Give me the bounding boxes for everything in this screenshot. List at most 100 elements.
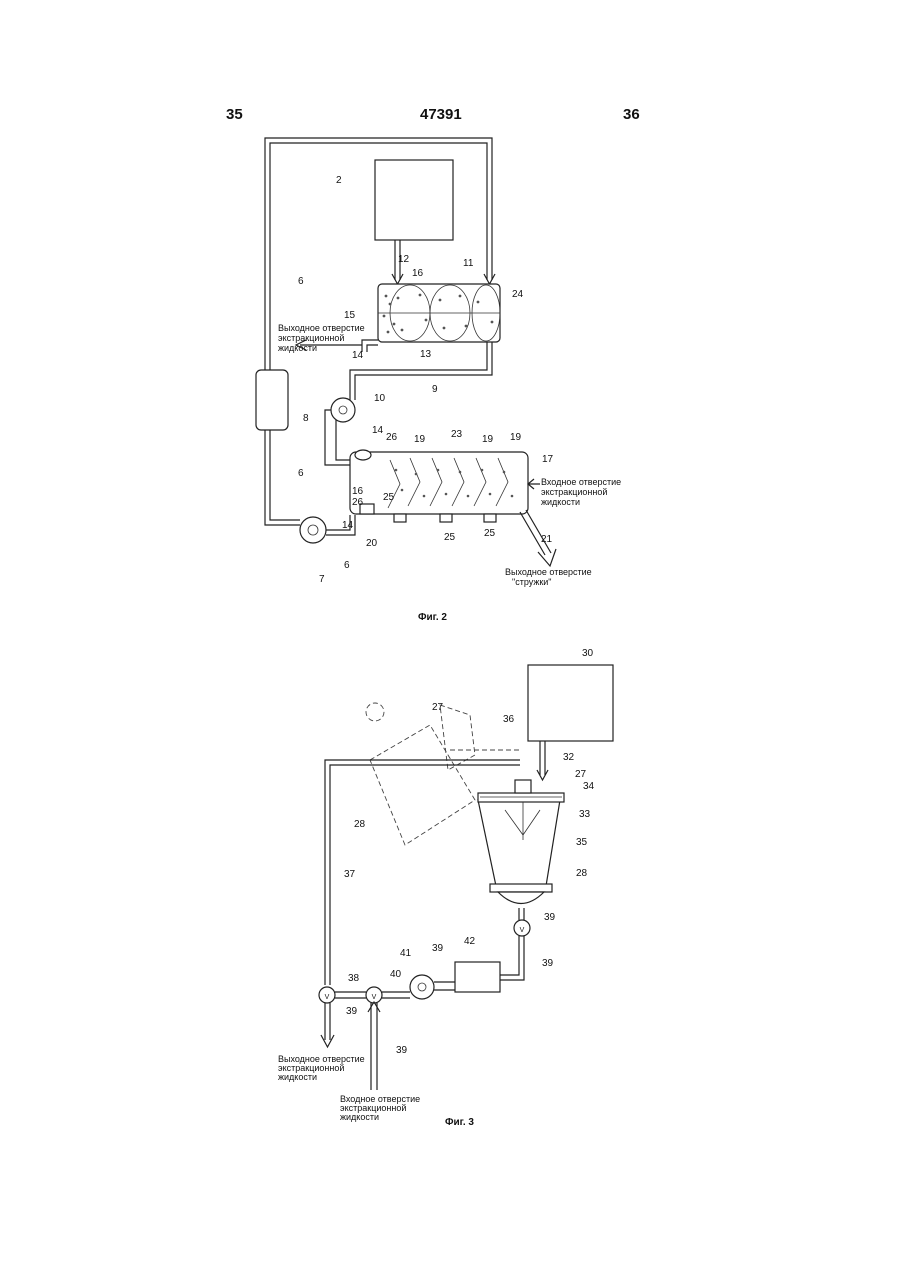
ref-39b: 39	[432, 943, 444, 954]
outlet-pipe-13	[362, 340, 378, 352]
ref-27a: 27	[432, 702, 444, 713]
inlet-pipe	[371, 1003, 377, 1090]
ref-25c: 25	[484, 528, 496, 539]
feed-arrow-32	[537, 770, 548, 780]
ref-25a: 25	[383, 492, 395, 503]
motor-36	[515, 780, 531, 793]
fig3-inlet-liquid-line3: жидкости	[340, 1112, 379, 1122]
filter-42	[455, 962, 500, 992]
ref-13: 13	[420, 349, 432, 360]
fig2-outlet-liquid-line2: экстракционной	[278, 333, 344, 343]
ref-39d: 39	[346, 1006, 358, 1017]
ref-14c: 14	[342, 520, 354, 531]
tank-2	[375, 160, 453, 240]
ref-25b: 25	[444, 532, 456, 543]
pipe-6-lower	[265, 430, 300, 525]
ref-7: 7	[319, 574, 325, 585]
outlet-pipe-21	[520, 510, 551, 555]
fig2-outlet-liquid-line3: жидкости	[278, 343, 317, 353]
ref-26a: 26	[386, 432, 398, 443]
valve-top-symbol: V	[520, 927, 525, 934]
valve-40-symbol: V	[372, 994, 377, 1001]
filter-8	[256, 370, 288, 430]
ref-15: 15	[344, 310, 356, 321]
ref-42: 42	[464, 936, 476, 947]
ref-26b: 26	[352, 497, 364, 508]
ref-8: 8	[303, 413, 309, 424]
ref-30: 30	[582, 648, 594, 659]
ref-24: 24	[512, 289, 524, 300]
ref-32: 32	[563, 752, 575, 763]
ref-11: 11	[463, 258, 474, 269]
vessel-bottom	[498, 892, 544, 904]
ref-6a: 6	[298, 276, 304, 287]
valve-25b	[440, 514, 452, 522]
valve-25a	[394, 514, 406, 522]
return-arrow	[484, 274, 495, 284]
fig2-outlet-chips-line1: Выходное отверстие	[505, 567, 592, 577]
ref-19b: 19	[482, 434, 494, 445]
fig2-outlet-chips-line2: "стружки"	[512, 577, 552, 587]
fig2-outlet-liquid-line1: Выходное отверстие	[278, 323, 365, 333]
pipe-39-right	[500, 936, 524, 980]
fig2-inlet-liquid-line1: Входное отверстие	[541, 477, 621, 487]
flange-28	[490, 884, 552, 892]
motor-tilted	[366, 703, 384, 721]
fig2-inlet-liquid-line2: экстракционной	[541, 487, 607, 497]
ref-20: 20	[366, 538, 378, 549]
fig3-outlet-liquid-line3: жидкости	[278, 1072, 317, 1082]
vessel-28	[478, 800, 560, 886]
ref-23: 23	[451, 429, 463, 440]
pipe-39-mid	[434, 982, 455, 990]
outlet-arrow	[321, 1035, 334, 1047]
ref-39e: 39	[396, 1045, 408, 1056]
ref-37: 37	[344, 869, 356, 880]
fitting-14	[355, 450, 371, 460]
ref-39a: 39	[544, 912, 556, 923]
vessel-28-tilted	[370, 725, 475, 845]
ref-28a: 28	[354, 819, 366, 830]
tank-30	[528, 665, 613, 741]
outlet-arrow-21	[538, 549, 556, 566]
ref-10: 10	[374, 393, 386, 404]
ref-14b: 14	[372, 425, 384, 436]
ref-34: 34	[583, 781, 595, 792]
ref-27b: 27	[575, 769, 587, 780]
pump-41	[410, 975, 434, 999]
ref-2: 2	[336, 175, 342, 186]
figure-3	[319, 665, 613, 1090]
valve-25c	[484, 514, 496, 522]
outlet-pipe	[325, 1003, 330, 1040]
pump-7	[300, 517, 326, 543]
fig2-inlet-liquid-line3: жидкости	[541, 497, 580, 507]
ref-14a: 14	[352, 350, 364, 361]
inlet-arrow-17	[528, 479, 540, 489]
ref-17: 17	[542, 454, 554, 465]
ref-12: 12	[398, 254, 410, 265]
extractor-23	[350, 452, 528, 514]
pump-10	[331, 398, 355, 422]
ref-16a: 16	[412, 268, 424, 279]
ref-6c: 6	[344, 560, 350, 571]
ref-28b: 28	[576, 868, 588, 879]
ref-41: 41	[400, 948, 412, 959]
ref-9: 9	[432, 384, 438, 395]
drain-pipe	[519, 908, 524, 920]
ref-38: 38	[348, 973, 360, 984]
ref-21: 21	[541, 534, 553, 545]
ref-39c: 39	[542, 958, 554, 969]
ref-33: 33	[579, 809, 591, 820]
ref-36: 36	[503, 714, 515, 725]
ref-19a: 19	[414, 434, 426, 445]
valve-38-symbol: V	[325, 994, 330, 1001]
lid-27-34	[478, 793, 564, 802]
ref-40: 40	[390, 969, 402, 980]
feed-pipe-32	[540, 741, 545, 775]
ref-6b: 6	[298, 468, 304, 479]
feed-arrow	[392, 274, 403, 284]
ref-19c: 19	[510, 432, 522, 443]
ref-16b: 16	[352, 486, 364, 497]
ref-35: 35	[576, 837, 588, 848]
fig3-caption: Фиг. 3	[445, 1117, 474, 1128]
